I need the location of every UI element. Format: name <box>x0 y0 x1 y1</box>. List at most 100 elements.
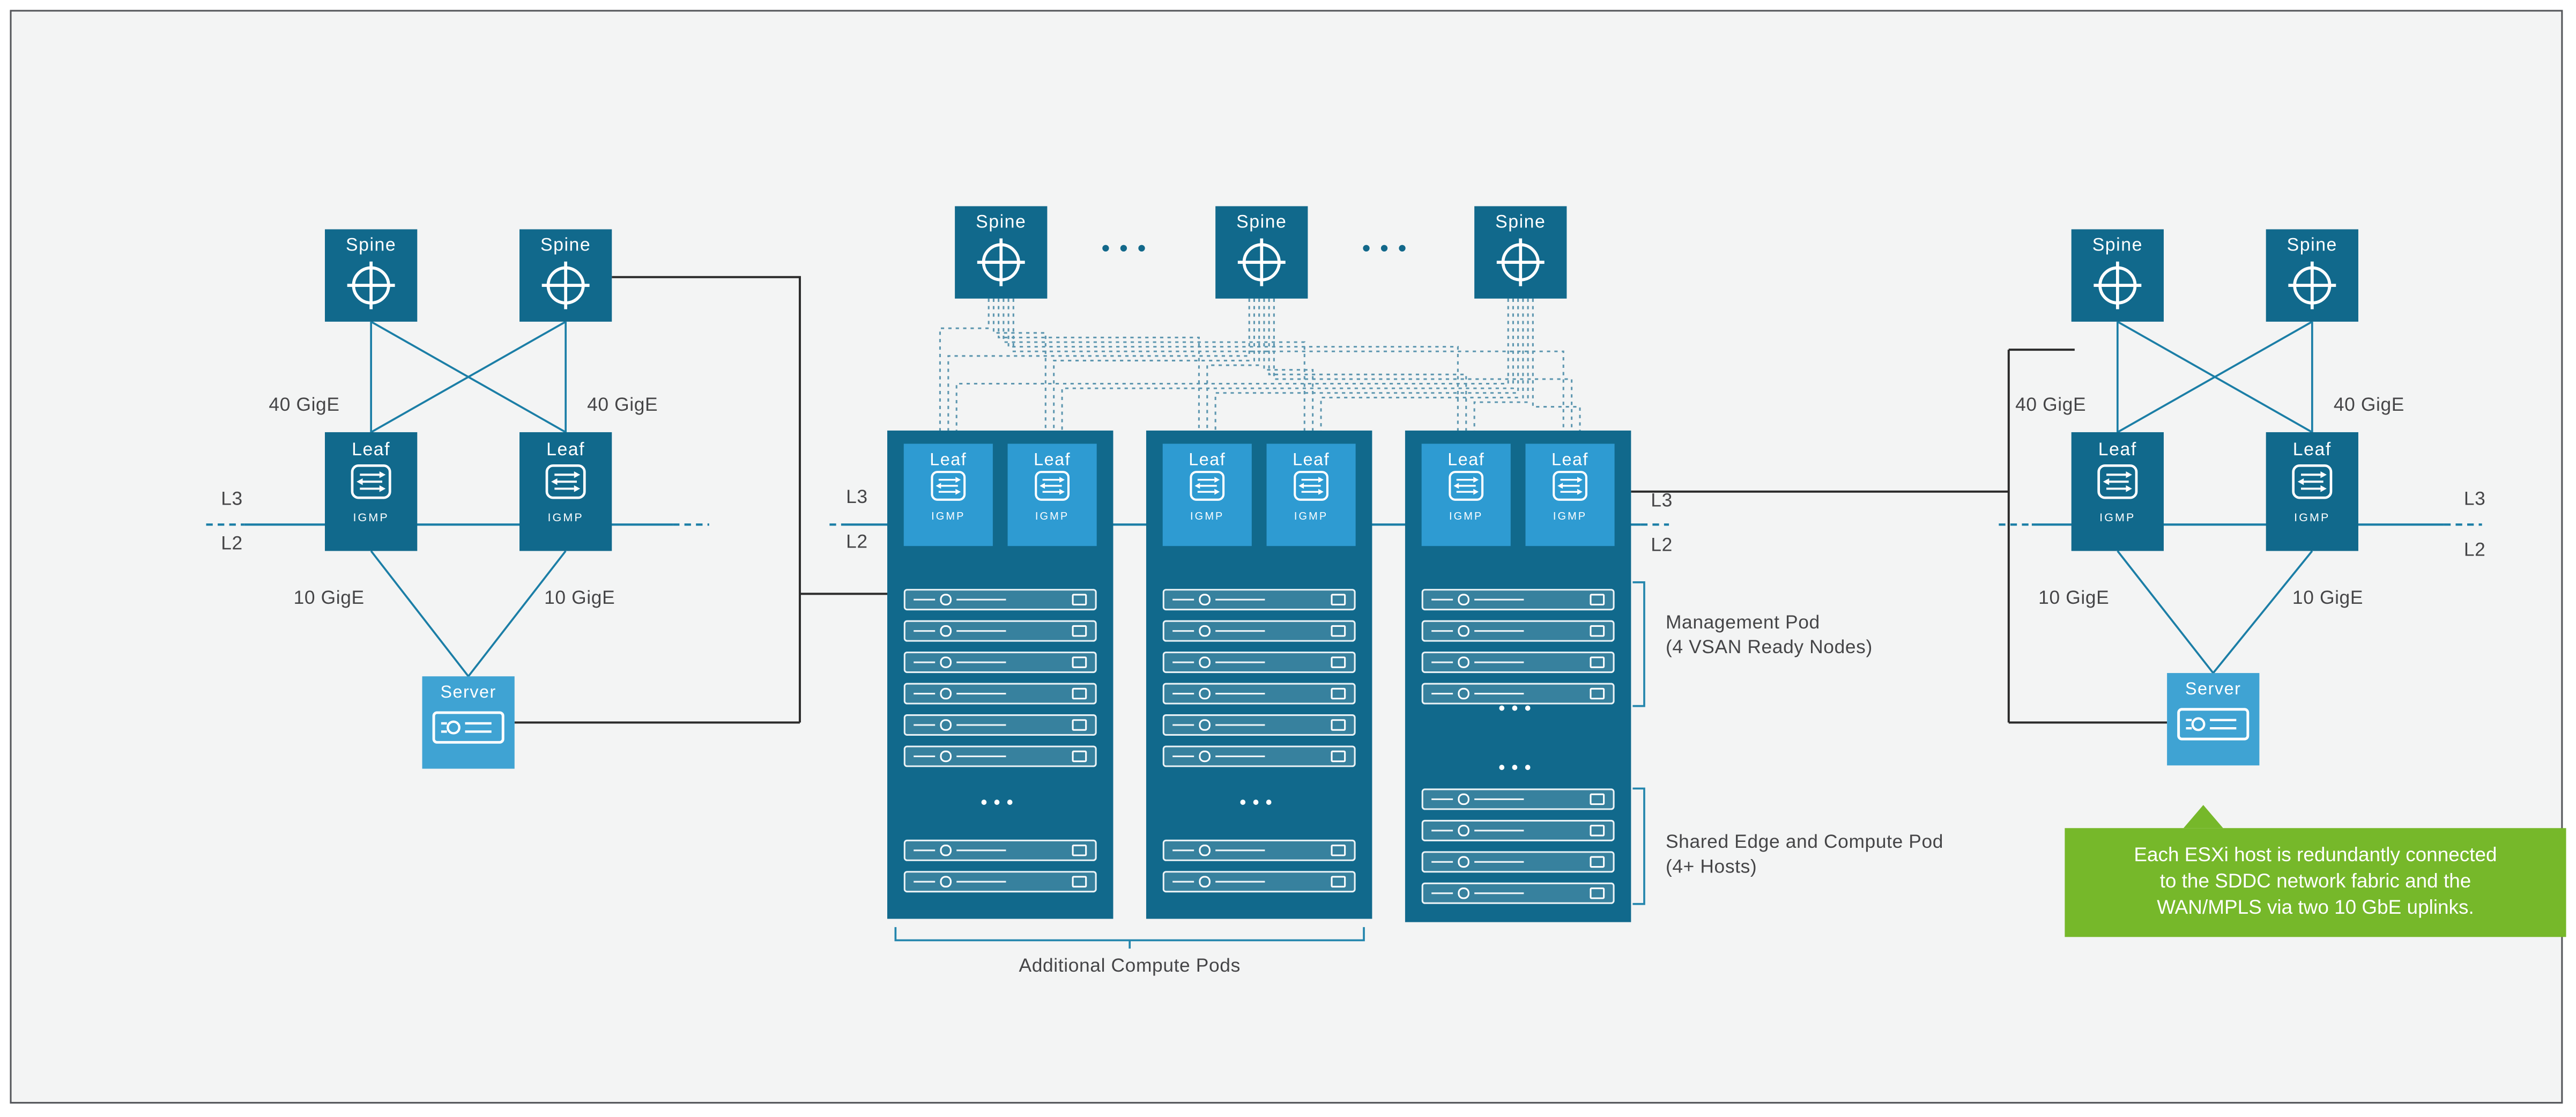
callout-line: Each ESXi host is redundantly connected <box>2134 842 2497 867</box>
server-row <box>1162 745 1356 767</box>
esxi-uplink-callout: Each ESXi host is redundantly connected … <box>2065 805 2566 937</box>
server-row <box>1421 683 1615 705</box>
igmp-label: IGMP <box>2294 513 2330 525</box>
switch-icon <box>2291 463 2334 500</box>
igmp-label: IGMP <box>2099 513 2136 525</box>
igmp-label: IGMP <box>353 513 389 525</box>
shared-edge-pod-label: Shared Edge and Compute Pod <box>1665 833 1944 853</box>
server-row <box>1421 819 1615 841</box>
server-row <box>1421 620 1615 642</box>
pod2-leaf-2: Leaf IGMP <box>1266 443 1356 546</box>
right-spine-2: Spine <box>2266 229 2358 322</box>
pod1-leaf-2: Leaf IGMP <box>1007 443 1097 546</box>
server-row <box>1421 652 1615 674</box>
leaf-label: Leaf <box>546 440 585 461</box>
compute-pod-2: Leaf IGMP Leaf IGMP ••• <box>1146 430 1372 919</box>
pod3-leaf-1: Leaf IGMP <box>1421 443 1511 546</box>
igmp-label: IGMP <box>1190 511 1224 523</box>
gige40-label: 40 GigE <box>2015 396 2087 416</box>
management-pod-label: Management Pod <box>1665 613 1820 634</box>
server-row <box>903 589 1097 611</box>
spine-icon <box>538 257 594 314</box>
server-row <box>1162 871 1356 893</box>
leaf-label: Leaf <box>2292 440 2332 461</box>
spine-icon <box>1234 234 1290 291</box>
right-spine-1: Spine <box>2071 229 2164 322</box>
igmp-label: IGMP <box>1553 511 1587 523</box>
gige40-label: 40 GigE <box>2333 396 2404 416</box>
spine-icon <box>2284 257 2341 314</box>
server-row <box>903 871 1097 893</box>
crossing-links <box>370 321 2313 677</box>
left-leaf-2: Leaf IGMP <box>519 432 612 551</box>
switch-icon <box>930 470 967 501</box>
more-servers-ellipsis: ••• <box>1239 793 1279 813</box>
mesh-links <box>939 298 1581 434</box>
left-server: Server <box>422 676 515 769</box>
server-row <box>903 839 1097 861</box>
l3-label: L3 <box>221 490 243 510</box>
more-servers-ellipsis: ••• <box>981 793 1020 813</box>
callout-line: WAN/MPLS via two 10 GbE uplinks. <box>2157 896 2474 919</box>
l3-label: L3 <box>846 488 868 508</box>
left-leaf-1: Leaf IGMP <box>325 432 418 551</box>
leaf-label: Leaf <box>1551 450 1589 470</box>
leaf-label: Leaf <box>1447 450 1485 470</box>
server-row <box>903 714 1097 736</box>
spine-label: Spine <box>345 235 397 256</box>
pod1-leaf-1: Leaf IGMP <box>903 443 993 546</box>
server-row <box>1421 788 1615 810</box>
l2-label: L2 <box>1651 536 1673 556</box>
server-label: Server <box>2185 679 2241 700</box>
spine-label: Spine <box>2092 235 2143 256</box>
leaf-label: Leaf <box>2098 440 2137 461</box>
igmp-label: IGMP <box>931 511 966 523</box>
server-icon <box>432 711 504 744</box>
gige40-label: 40 GigE <box>587 396 658 416</box>
switch-icon <box>350 463 392 500</box>
black-links <box>514 276 2167 724</box>
gige40-label: 40 GigE <box>269 396 340 416</box>
server-row <box>903 620 1097 642</box>
igmp-label: IGMP <box>1294 511 1328 523</box>
switch-icon <box>1552 470 1588 501</box>
server-label: Server <box>440 683 496 703</box>
server-row <box>1421 882 1615 904</box>
mid-spine-2: Spine <box>1215 206 1308 299</box>
mid-spine-1: Spine <box>955 206 1048 299</box>
pod2-leaf-1: Leaf IGMP <box>1162 443 1252 546</box>
l2-label: L2 <box>846 532 868 553</box>
spine-label: Spine <box>2287 235 2337 256</box>
more-servers-ellipsis: ••• <box>1498 699 1538 720</box>
management-pod-sublabel: (4 VSAN Ready Nodes) <box>1665 638 1873 659</box>
leaf-label: Leaf <box>930 450 967 470</box>
right-leaf-2: Leaf IGMP <box>2266 432 2358 551</box>
gige10-label: 10 GigE <box>293 589 365 609</box>
spine-ellipsis: ••• <box>1362 234 1416 261</box>
switch-icon <box>1293 470 1330 501</box>
switch-icon <box>1189 470 1226 501</box>
switch-icon <box>1448 470 1484 501</box>
gige10-label: 10 GigE <box>544 589 615 609</box>
switch-icon <box>2096 463 2139 500</box>
l2-label: L2 <box>221 534 243 554</box>
left-spine-2: Spine <box>519 229 612 322</box>
right-leaf-1: Leaf IGMP <box>2071 432 2164 551</box>
server-row <box>1421 851 1615 873</box>
igmp-label: IGMP <box>547 513 584 525</box>
spine-label: Spine <box>540 235 591 256</box>
spine-icon <box>343 257 399 314</box>
mid-spine-3: Spine <box>1474 206 1567 299</box>
server-icon <box>2177 708 2250 741</box>
igmp-label: IGMP <box>1035 511 1070 523</box>
server-row <box>1162 839 1356 861</box>
switch-icon <box>544 463 587 500</box>
igmp-label: IGMP <box>1449 511 1483 523</box>
leaf-label: Leaf <box>1189 450 1226 470</box>
compute-pod-1: Leaf IGMP Leaf IGMP ••• <box>887 430 1113 919</box>
server-row <box>1162 714 1356 736</box>
server-row <box>903 652 1097 674</box>
shared-edge-pod-sublabel: (4+ Hosts) <box>1665 857 1757 878</box>
left-spine-1: Spine <box>325 229 418 322</box>
